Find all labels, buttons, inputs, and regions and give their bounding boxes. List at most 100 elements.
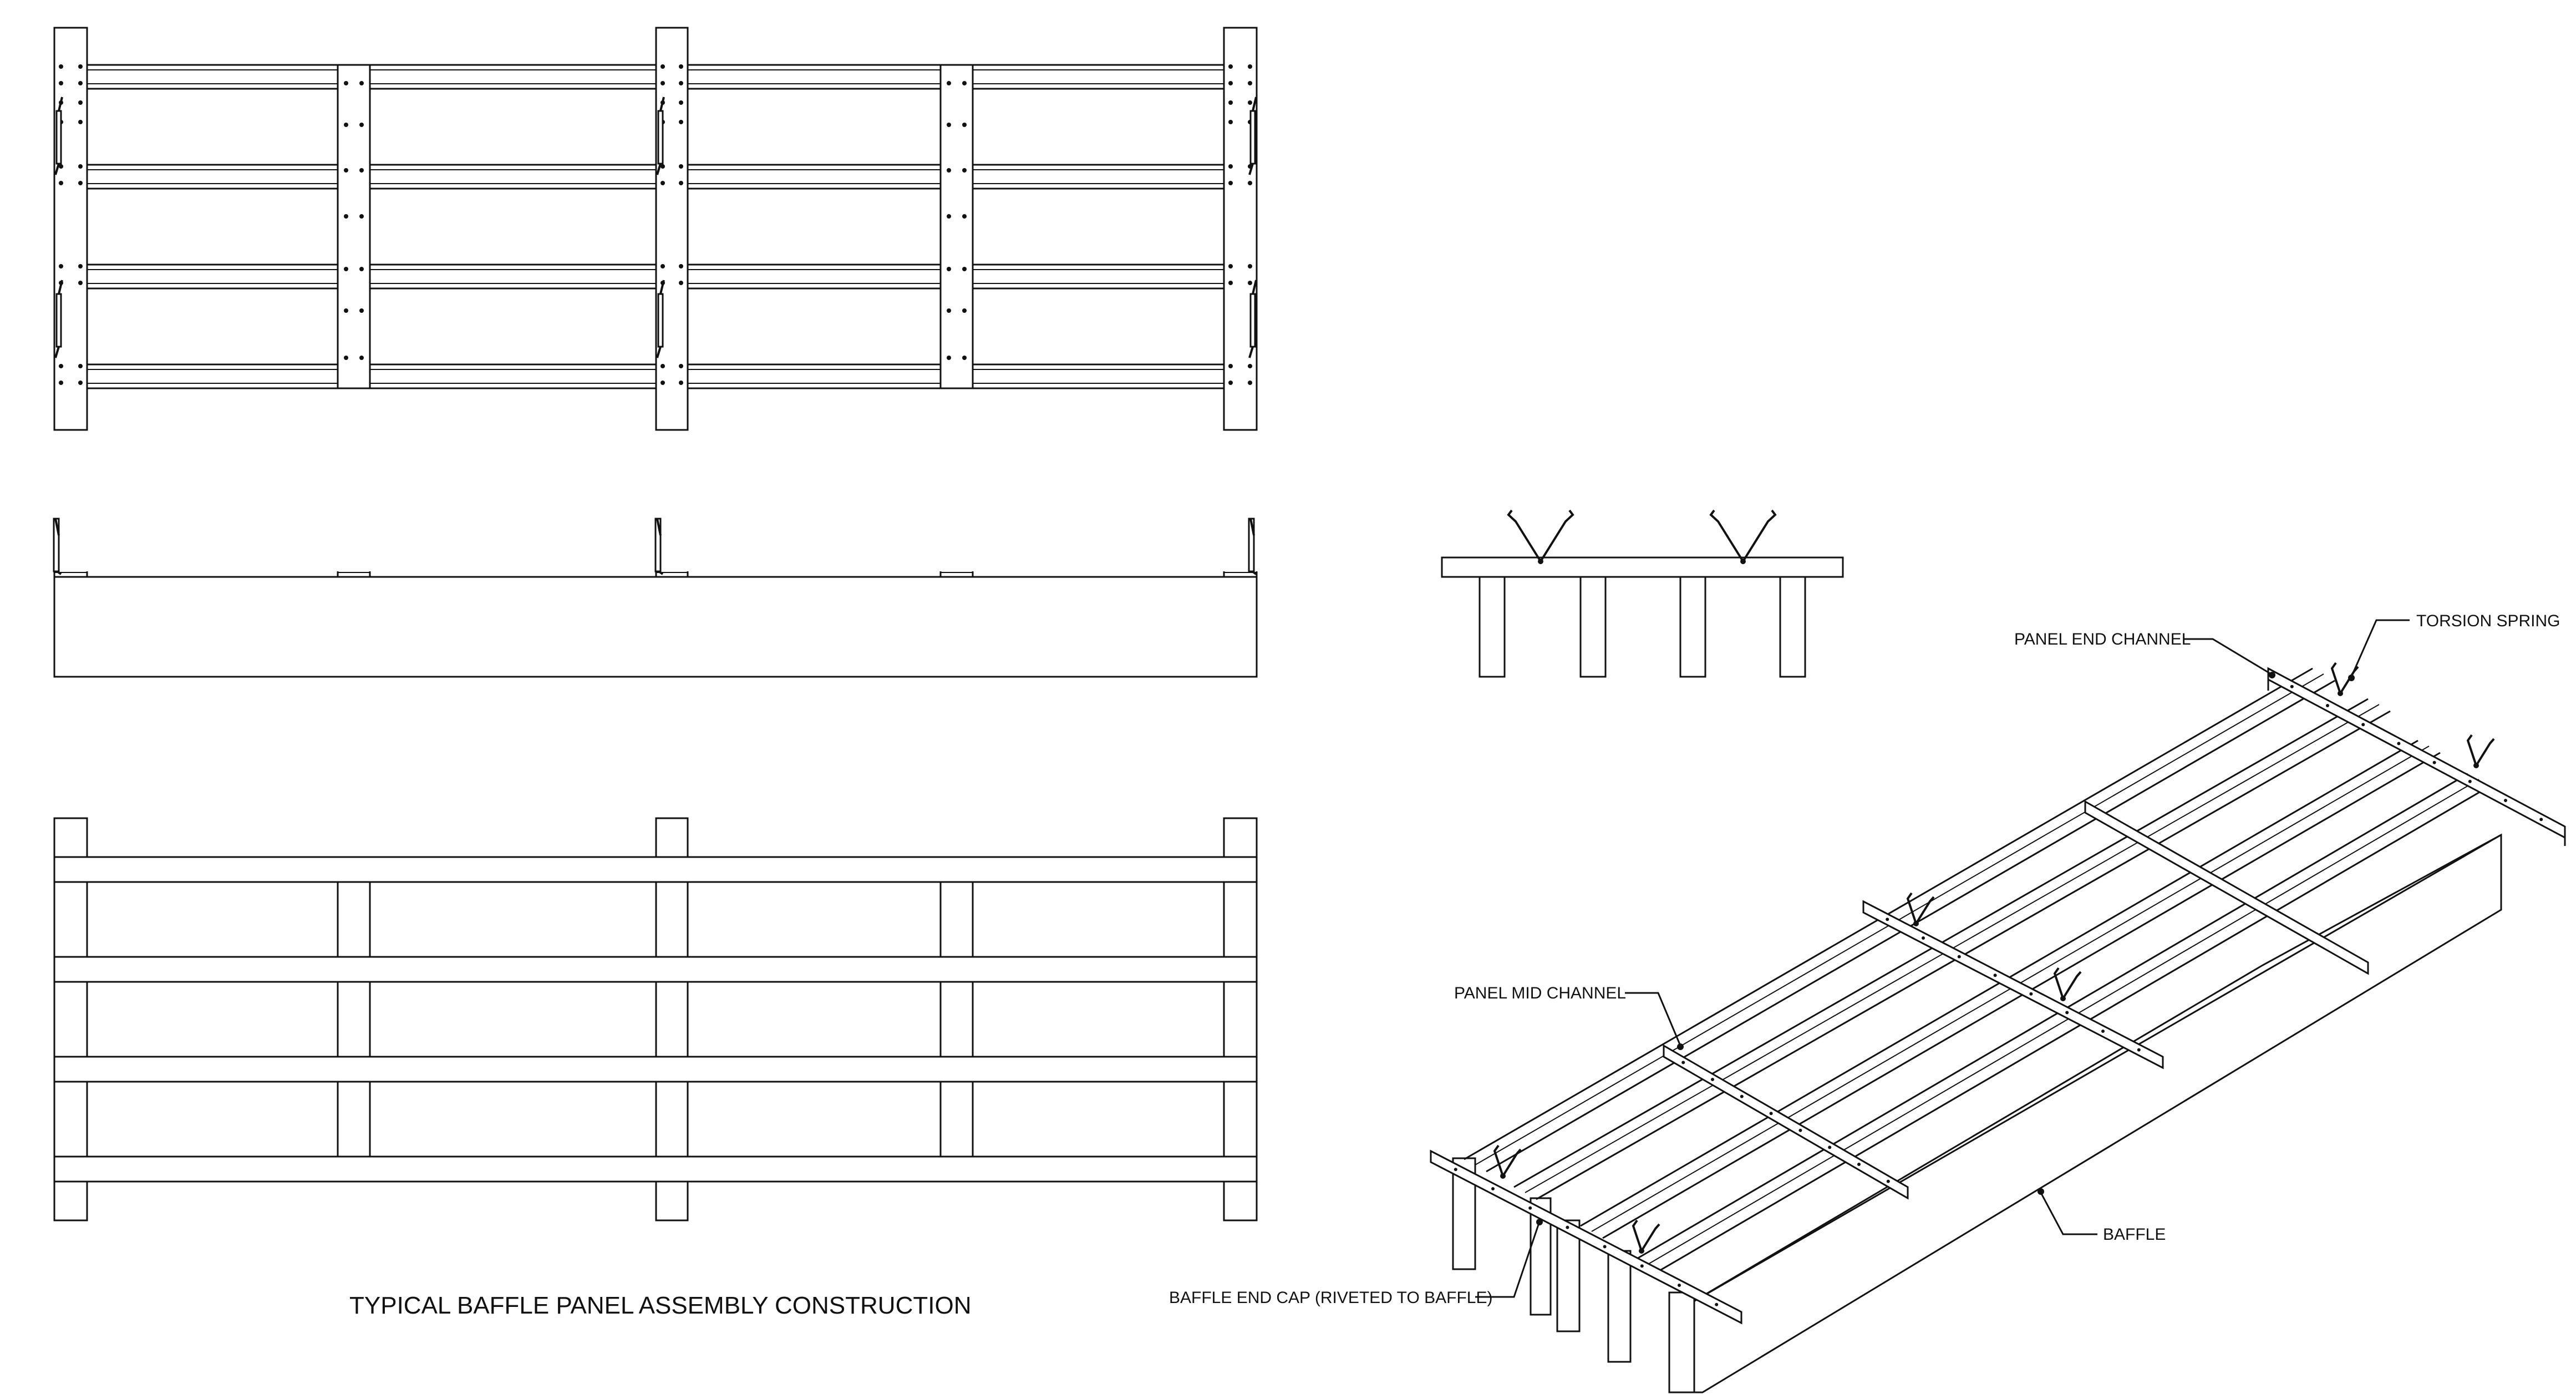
rivet-dot bbox=[679, 164, 683, 169]
rivet-dot bbox=[359, 267, 364, 271]
rivet-dot bbox=[359, 168, 364, 173]
rivet-dot bbox=[1248, 64, 1252, 69]
rivet-dot bbox=[344, 267, 348, 271]
baffle-iso-body bbox=[1679, 833, 2502, 1393]
bottom-plan-view bbox=[53, 817, 1258, 1221]
iso-slat-edge bbox=[1658, 785, 2491, 1273]
baffle-rail bbox=[86, 64, 657, 90]
torsion-spring-hook bbox=[656, 518, 662, 536]
rivet-dot bbox=[660, 64, 665, 69]
torsion-spring bbox=[55, 293, 62, 348]
rivet-dot bbox=[1566, 1225, 1569, 1229]
rivet-dot bbox=[1681, 1061, 1685, 1064]
rivet-dot bbox=[1454, 1168, 1457, 1172]
baffle-top-edge bbox=[1680, 834, 2502, 1310]
rivet-dot bbox=[947, 81, 951, 85]
mid-channel bbox=[337, 64, 371, 389]
leader-dot bbox=[1536, 1219, 1543, 1225]
iso-slat-edge bbox=[1602, 752, 2441, 1239]
rivet-dot bbox=[660, 264, 665, 268]
rivet-dot bbox=[1740, 1094, 1744, 1098]
rivet-dot bbox=[344, 308, 348, 313]
rivet-dot bbox=[59, 364, 63, 368]
rivet-dot bbox=[947, 168, 951, 173]
rivet-dot bbox=[1228, 181, 1233, 185]
torsion-spring-hook bbox=[1252, 97, 1257, 111]
torsion-spring bbox=[55, 110, 62, 165]
mid-channel bbox=[939, 64, 974, 389]
baffle-bottom bbox=[53, 1155, 1258, 1183]
rivet-dot bbox=[359, 356, 364, 360]
rivet-dot bbox=[1248, 281, 1252, 285]
rivet-dot bbox=[679, 64, 683, 69]
rivet-dot bbox=[59, 81, 63, 85]
rivet-dot bbox=[1248, 364, 1252, 368]
rivet-dot bbox=[1228, 81, 1233, 85]
rivet-dot bbox=[1228, 381, 1233, 385]
torsion-spring-hook bbox=[1248, 163, 1254, 175]
rivet-dot bbox=[78, 164, 83, 169]
rivet-dot bbox=[2397, 742, 2401, 746]
rivet-dot bbox=[78, 381, 83, 385]
torsion-spring-arm bbox=[1539, 509, 1574, 562]
torsion-spring bbox=[1249, 110, 1256, 165]
top-plan-view bbox=[53, 27, 1258, 431]
callout-baffle-end-cap: BAFFLE END CAP (RIVETED TO BAFFLE) bbox=[1169, 1289, 1492, 1307]
leader-panel-mid-channel bbox=[1625, 992, 1681, 1046]
torsion-spring-hook bbox=[656, 346, 662, 358]
baffle-bottom bbox=[53, 1056, 1258, 1083]
baffle-bottom bbox=[53, 956, 1258, 983]
rivet-dot bbox=[1228, 120, 1233, 124]
mid-channel bbox=[337, 881, 371, 1183]
rivet-dot bbox=[2101, 1030, 2105, 1033]
iso-mid-channel-lower bbox=[1663, 1044, 1909, 1200]
rivet-dot bbox=[59, 164, 63, 169]
torsion-spring-hook bbox=[659, 97, 665, 111]
rivet-dot bbox=[962, 308, 967, 313]
iso-mid-channel-upper bbox=[1862, 900, 2164, 1069]
rivet-dot bbox=[1922, 936, 1925, 940]
rivet-dot bbox=[962, 168, 967, 173]
baffle-iso-leg bbox=[1607, 1250, 1632, 1363]
rivet-dot bbox=[947, 214, 951, 219]
rivet-dot bbox=[359, 214, 364, 219]
torsion-spring-arm bbox=[1507, 509, 1542, 562]
rivet-dot bbox=[359, 308, 364, 313]
rivet-dot bbox=[962, 81, 967, 85]
rivet-dot bbox=[59, 264, 63, 268]
rivet-dot bbox=[1228, 364, 1233, 368]
rivet-dot bbox=[78, 100, 83, 105]
end-channel bbox=[53, 817, 88, 1221]
torsion-spring-hook bbox=[659, 280, 665, 295]
rivet-dot bbox=[1248, 181, 1252, 185]
torsion-spring-hook bbox=[1252, 280, 1257, 295]
rivet-dot bbox=[78, 81, 83, 85]
rivet-dot bbox=[1640, 1264, 1644, 1268]
torsion-spring-arm bbox=[1640, 1223, 1660, 1252]
iso-slat-edge bbox=[1647, 779, 2480, 1265]
torsion-spring-hook bbox=[1248, 346, 1254, 358]
torsion-spring-hook bbox=[58, 280, 63, 295]
torsion-spring bbox=[657, 110, 664, 165]
rivet-dot bbox=[2539, 818, 2543, 822]
rivet-dot bbox=[1248, 81, 1252, 85]
torsion-spring-arm bbox=[1493, 1144, 1504, 1177]
baffle-rail bbox=[86, 164, 657, 190]
rivet-dot bbox=[660, 364, 665, 368]
end-section-view bbox=[1441, 509, 1844, 678]
rivet-dot bbox=[59, 64, 63, 69]
end-channel bbox=[53, 27, 88, 431]
torsion-spring-arm bbox=[1709, 509, 1744, 562]
rivet-dot bbox=[1491, 1187, 1495, 1190]
rivet-dot bbox=[78, 120, 83, 124]
rivet-dot bbox=[679, 381, 683, 385]
rivet-dot bbox=[2065, 1011, 2069, 1015]
rivet-dot bbox=[1769, 1112, 1773, 1116]
rivet-dot bbox=[947, 308, 951, 313]
rivet-dot bbox=[78, 181, 83, 185]
rivet-dot bbox=[1248, 381, 1252, 385]
rivet-dot bbox=[679, 281, 683, 285]
rivet-dot bbox=[344, 123, 348, 127]
rivet-dot bbox=[1715, 1302, 1719, 1306]
end-channel bbox=[1223, 817, 1258, 1221]
